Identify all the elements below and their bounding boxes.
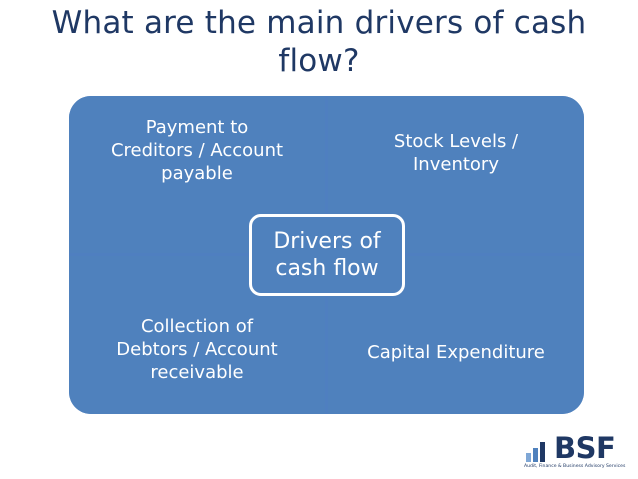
logo-tagline: Audit, Finance & Business Advisory Servi…	[524, 464, 626, 469]
quadrant-label-line: Payment to	[145, 117, 249, 138]
center-label-line: cash flow	[275, 256, 379, 281]
quadrant-label-line: Stock Levels /	[393, 131, 519, 152]
quadrant-label-line: Collection of	[140, 316, 254, 337]
quadrant-label-line: Creditors / Account	[110, 140, 284, 161]
drivers-matrix: Payment to Creditors / Account payable S…	[69, 96, 584, 414]
center-label-line: Drivers of	[273, 229, 381, 254]
logo-wordmark: BSF	[554, 431, 616, 465]
slide-title: What are the main drivers of cash flow?	[51, 5, 587, 79]
quadrant-label-line: Inventory	[413, 154, 499, 175]
quadrant-label-line: Capital Expenditure	[367, 342, 545, 363]
quadrant-label-line: payable	[161, 163, 233, 184]
bar-chart-logo-icon	[526, 442, 545, 462]
center-drivers-box: Drivers of cash flow	[249, 214, 405, 296]
bsf-logo: BSF Audit, Finance & Business Advisory S…	[524, 432, 634, 476]
quadrant-label-line: Debtors / Account	[116, 339, 278, 360]
quadrant-label-line: receivable	[150, 362, 244, 383]
